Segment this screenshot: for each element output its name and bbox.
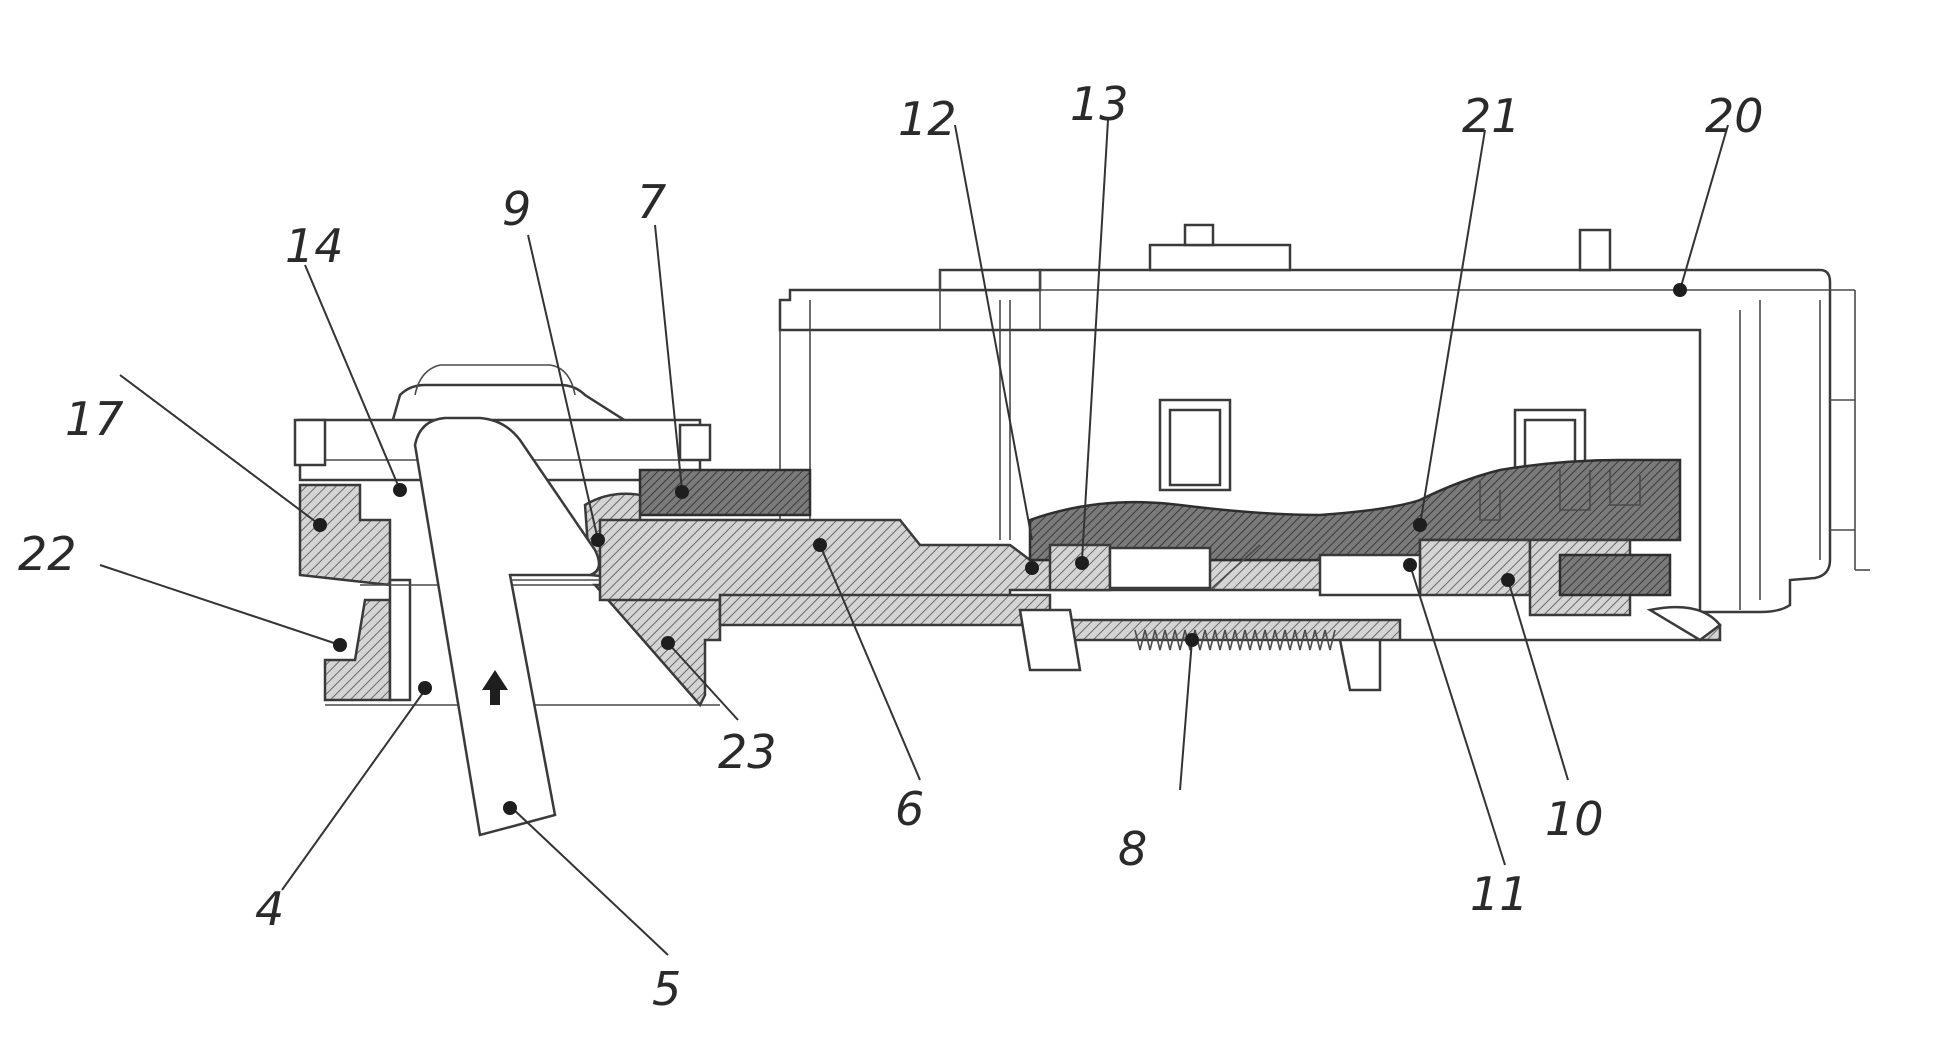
- label-6: 6: [895, 782, 924, 836]
- label-23: 23: [718, 725, 777, 779]
- label-13: 13: [1070, 77, 1129, 131]
- right-internal: [1030, 460, 1720, 640]
- label-8: 8: [1118, 822, 1147, 876]
- label-22: 22: [18, 527, 77, 581]
- label-7: 7: [637, 175, 666, 229]
- label-5: 5: [652, 962, 681, 1016]
- label-11: 11: [1470, 867, 1529, 921]
- label-4: 4: [255, 882, 284, 936]
- label-9: 9: [502, 182, 531, 236]
- label-20: 20: [1705, 89, 1764, 143]
- label-17: 17: [65, 392, 124, 446]
- label-10: 10: [1545, 792, 1604, 846]
- label-21: 21: [1462, 89, 1521, 143]
- label-14: 14: [285, 219, 344, 273]
- label-12: 12: [898, 92, 957, 146]
